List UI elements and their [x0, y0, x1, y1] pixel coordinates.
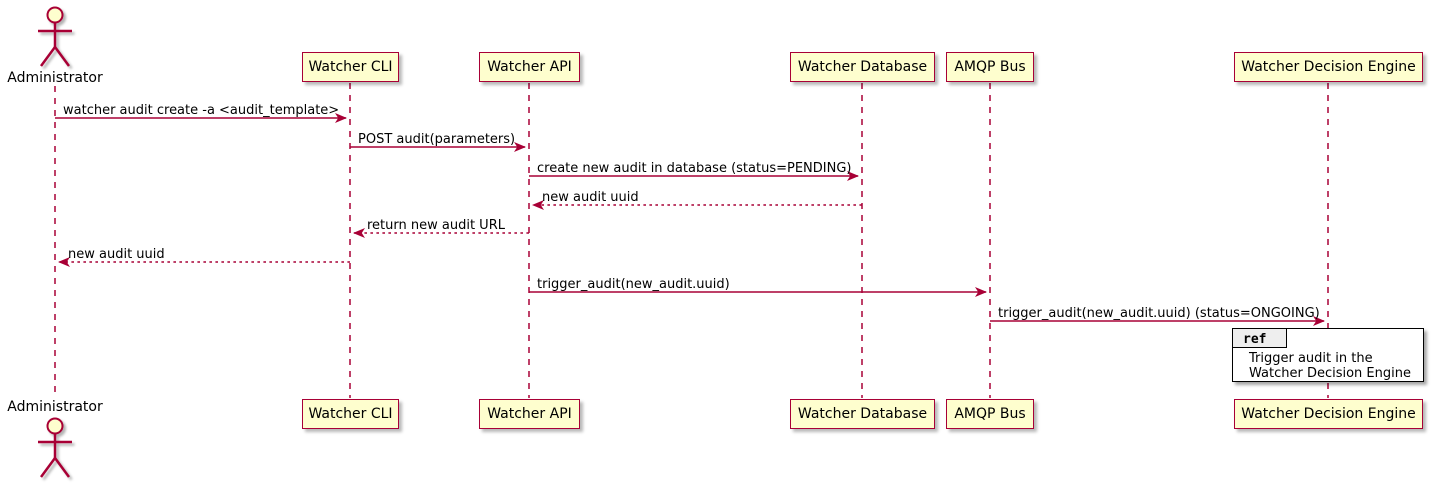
participant-label: Watcher Database — [797, 59, 928, 75]
participant-box-amqp-bus-bottom[interactable]: AMQP Bus — [946, 399, 1034, 429]
participant-box-watcher-decision-engine-bottom[interactable]: Watcher Decision Engine — [1234, 399, 1423, 429]
actor-label-administrator-top: Administrator — [7, 70, 103, 86]
participant-box-watcher-decision-engine-top[interactable]: Watcher Decision Engine — [1234, 52, 1423, 82]
participant-box-watcher-api-bottom[interactable]: Watcher API — [479, 399, 580, 429]
participant-label: AMQP Bus — [954, 406, 1026, 422]
participant-label: Watcher Decision Engine — [1241, 406, 1416, 422]
participant-label: AMQP Bus — [954, 59, 1026, 75]
participant-label: Watcher Decision Engine — [1241, 59, 1416, 75]
participant-label: Watcher CLI — [308, 59, 393, 75]
message-label-8: trigger_audit(new_audit.uuid) (status=ON… — [998, 306, 1320, 321]
participant-box-amqp-bus-top[interactable]: AMQP Bus — [946, 52, 1034, 82]
actor-administrator-bottom — [38, 417, 72, 478]
participant-box-watcher-api-top[interactable]: Watcher API — [479, 52, 580, 82]
lifelines — [54, 83, 1329, 398]
ref-fragment: ref Trigger audit in the Watcher Decisio… — [1232, 328, 1424, 382]
ref-fragment-tag-label: ref — [1243, 332, 1267, 347]
message-arrows — [55, 113, 1325, 326]
message-label-2: POST audit(parameters) — [358, 132, 516, 147]
message-label-5: return new audit URL — [367, 218, 505, 233]
message-label-3: create new audit in database (status=PEN… — [537, 161, 852, 176]
participant-box-watcher-cli-top[interactable]: Watcher CLI — [302, 52, 399, 82]
message-label-4: new audit uuid — [542, 190, 639, 205]
participant-box-watcher-cli-bottom[interactable]: Watcher CLI — [302, 399, 399, 429]
participant-box-watcher-database-bottom[interactable]: Watcher Database — [790, 399, 935, 429]
ref-fragment-tab — [1233, 329, 1287, 348]
participant-label: Watcher API — [487, 406, 572, 422]
message-label-1: watcher audit create -a <audit_template> — [63, 103, 340, 118]
ref-fragment-text: Trigger audit in the Watcher Decision En… — [1249, 351, 1411, 381]
participant-label: Watcher API — [487, 59, 572, 75]
actor-administrator-top — [38, 6, 72, 67]
participant-label: Watcher Database — [797, 406, 928, 422]
actor-label-administrator-bottom: Administrator — [7, 399, 103, 415]
participant-label: Watcher CLI — [308, 406, 393, 422]
message-label-7: trigger_audit(new_audit.uuid) — [537, 277, 730, 292]
message-label-6: new audit uuid — [68, 247, 165, 262]
participant-box-watcher-database-top[interactable]: Watcher Database — [790, 52, 935, 82]
